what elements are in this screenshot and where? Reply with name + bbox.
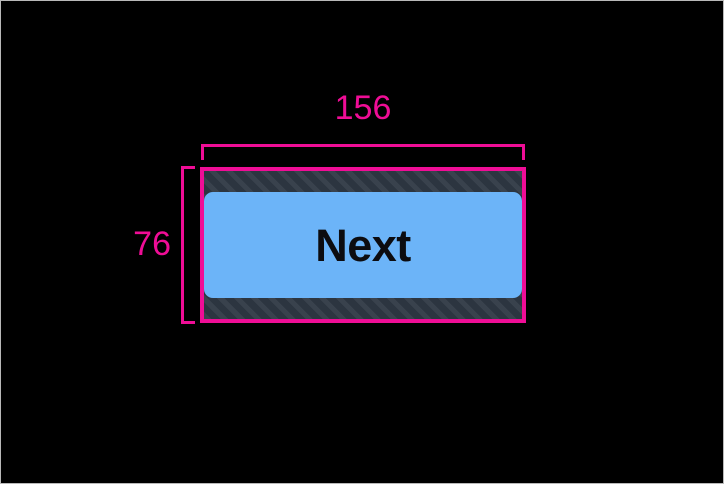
next-button[interactable]: Next [204,192,522,298]
height-dimension-bracket [181,166,195,324]
height-dimension-label: 76 [133,225,171,263]
width-dimension-label: 156 [334,89,392,127]
width-dimension-bracket [201,144,525,160]
element-selection-box [200,167,526,323]
next-button-label: Next [315,219,411,271]
